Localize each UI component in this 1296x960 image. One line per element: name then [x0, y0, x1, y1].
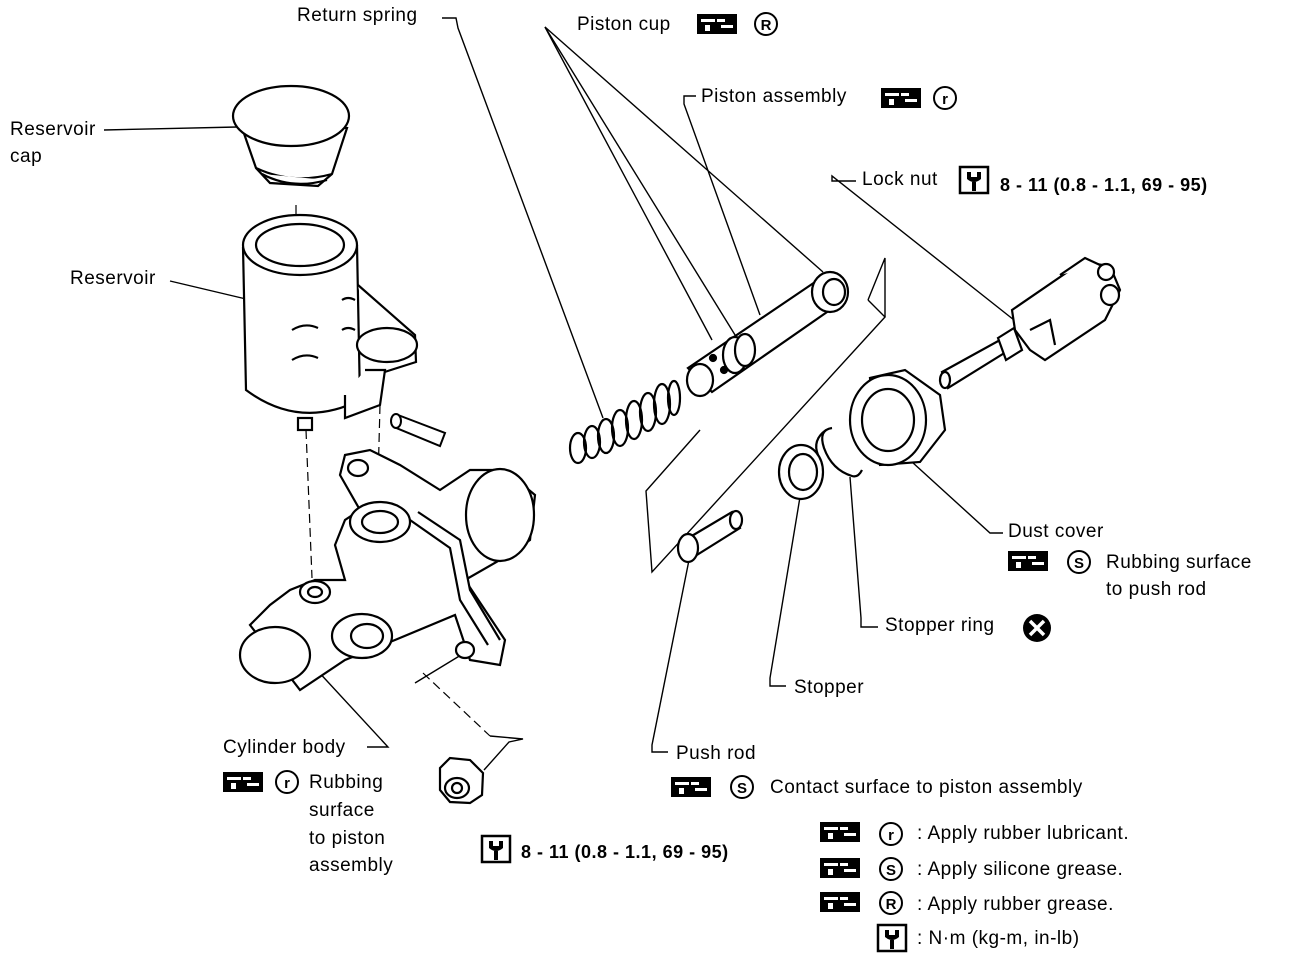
rubber-grease-symbol: R	[754, 12, 778, 36]
reservoir-part	[241, 213, 419, 432]
torque-wrench-icon	[480, 834, 512, 864]
rubber-grease-icon	[697, 14, 737, 34]
label-cylinder-body: Cylinder body	[223, 737, 346, 758]
label-lock-nut: Lock nut	[862, 169, 938, 190]
leader-piston-cup-b	[544, 26, 741, 344]
leader-lines	[103, 17, 1015, 753]
leader-dust-cover	[911, 461, 1003, 534]
label-return-spring: Return spring	[297, 5, 418, 26]
clevis-rod-part	[938, 256, 1122, 390]
label-stopper-ring: Stopper ring	[885, 615, 995, 636]
silicone-grease-icon	[1008, 551, 1048, 571]
svg-text:r: r	[942, 91, 948, 108]
label-dust-cover-note-line2: to push rod	[1106, 579, 1207, 600]
label-lock-nut-torque: 8 - 11 (0.8 - 1.1, 69 - 95)	[1000, 175, 1208, 195]
cylinder-body-part	[238, 448, 537, 692]
replace-part-icon	[1023, 614, 1051, 642]
piston-group-bracket	[414, 257, 886, 771]
label-cylinder-note-line1: Rubbing	[309, 772, 384, 793]
label-reservoir: Reservoir	[70, 268, 156, 289]
legend-silicone-grease-icon	[820, 858, 860, 878]
leader-stopper	[769, 496, 801, 687]
svg-text:S: S	[886, 862, 896, 879]
legend-silicone-grease-symbol: S	[879, 857, 903, 881]
leader-reservoir-cap	[103, 126, 238, 131]
leader-piston-assembly	[683, 95, 761, 316]
svg-text:R: R	[886, 896, 897, 913]
pin-part	[390, 413, 447, 448]
leader-lock-nut	[831, 174, 1015, 321]
legend-torque-unit: : N·m (kg-m, in-lb)	[917, 928, 1080, 949]
reservoir-cap-part	[231, 84, 351, 188]
stopper-ring-part	[815, 426, 863, 478]
silicone-grease-symbol: S	[1067, 550, 1091, 574]
silicone-grease-icon	[671, 777, 711, 797]
legend-rubber-grease: : Apply rubber grease.	[917, 894, 1114, 915]
label-bottom-torque: 8 - 11 (0.8 - 1.1, 69 - 95)	[521, 842, 729, 862]
legend-silicone-grease: : Apply silicone grease.	[917, 859, 1124, 880]
push-rod-part	[676, 509, 744, 564]
label-cylinder-note-line3: to piston	[309, 828, 386, 849]
label-dust-cover-note-line1: Rubbing surface	[1106, 552, 1252, 573]
bottom-nut-part	[438, 756, 485, 805]
dust-cover-part	[848, 368, 947, 467]
label-stopper: Stopper	[794, 677, 865, 698]
svg-text:S: S	[1074, 555, 1084, 572]
legend-torque-wrench-icon	[876, 923, 908, 953]
label-dust-cover: Dust cover	[1008, 521, 1104, 542]
torque-wrench-icon	[958, 165, 990, 195]
rubber-lubricant-icon	[223, 772, 263, 792]
svg-text:S: S	[737, 780, 747, 797]
label-piston-cup: Piston cup	[577, 14, 671, 35]
leader-piston-cup-a	[544, 26, 713, 341]
leader-return-spring	[442, 17, 604, 419]
leader-push-rod	[651, 554, 691, 753]
rubber-lubricant-icon	[881, 88, 921, 108]
leader-cylinder-body	[314, 667, 390, 748]
label-cylinder-note-line4: assembly	[309, 855, 394, 876]
stopper-part	[777, 443, 825, 501]
legend-rubber-grease-symbol: R	[879, 891, 903, 915]
legend-rubber-lubricant-symbol: r	[879, 822, 903, 846]
label-push-rod-note: Contact surface to piston assembly	[770, 777, 1083, 798]
piston-assembly-part	[685, 270, 850, 398]
legend-rubber-lubricant-icon	[820, 822, 860, 842]
leader-piston-cup-c	[544, 26, 824, 273]
leader-reservoir	[169, 280, 247, 300]
legend-rubber-lubricant: : Apply rubber lubricant.	[917, 823, 1130, 844]
svg-text:r: r	[888, 827, 894, 844]
label-push-rod: Push rod	[676, 743, 757, 764]
silicone-grease-symbol: S	[730, 775, 754, 799]
legend-rubber-grease-icon	[820, 892, 860, 912]
rubber-lubricant-symbol: r	[933, 86, 957, 110]
return-spring-part	[568, 379, 682, 465]
rubber-lubricant-symbol: r	[275, 770, 299, 794]
label-cylinder-note-line2: surface	[309, 800, 375, 821]
svg-text:R: R	[761, 17, 772, 34]
label-reservoir-cap-line1: Reservoir	[10, 119, 96, 140]
label-piston-assembly: Piston assembly	[701, 86, 847, 107]
leader-stopper-ring	[849, 476, 878, 628]
svg-text:r: r	[284, 775, 290, 792]
label-reservoir-cap-line2: cap	[10, 146, 43, 167]
